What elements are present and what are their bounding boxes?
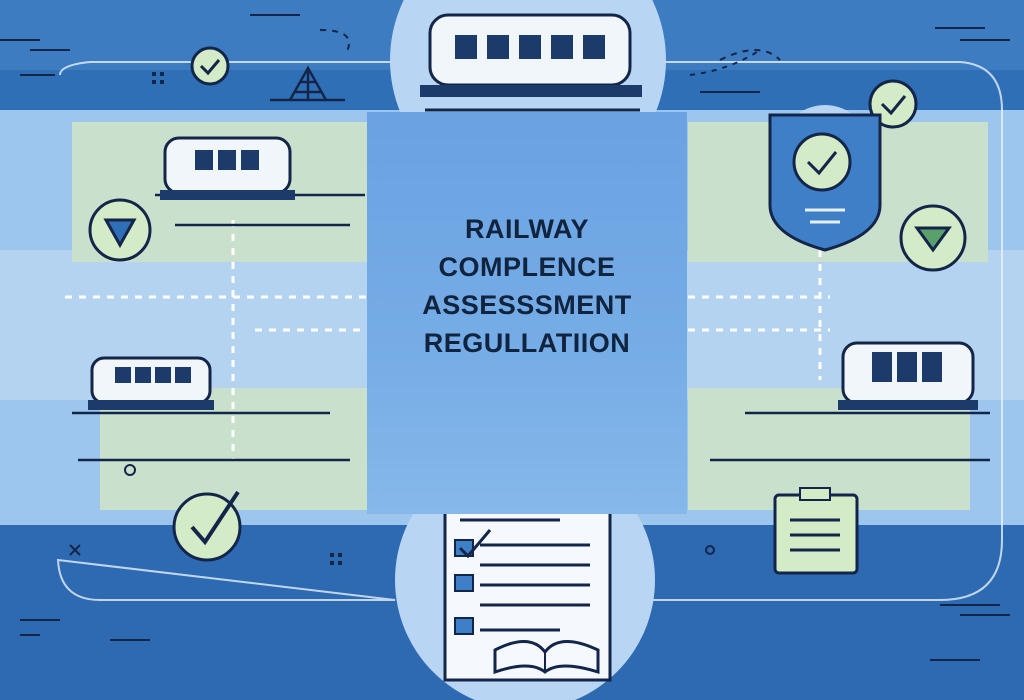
check-badge-icon [899,204,967,272]
page-title: RAILWAY COMPLENCE ASSESSSMENT REGULLATII… [367,210,687,362]
title-panel [367,112,687,514]
document-icon [773,487,859,575]
dash-decor [0,14,1010,661]
train-icon [160,136,295,200]
title-line-1: RAILWAY [464,214,590,244]
check-badge-icon [88,198,152,262]
check-badge-icon [172,490,242,562]
train-icon [838,341,978,410]
shield-check-icon [768,105,882,252]
title-line-4: REGULLATIION [423,328,631,358]
title-line-3: ASSESSSMENT [422,290,632,320]
title-line-2: COMPLENCE [438,252,616,282]
open-book-icon [493,640,600,675]
train-icon [420,13,642,112]
train-icon [88,356,214,410]
signal-tower-icon [270,65,345,102]
check-badge-icon [190,46,230,86]
